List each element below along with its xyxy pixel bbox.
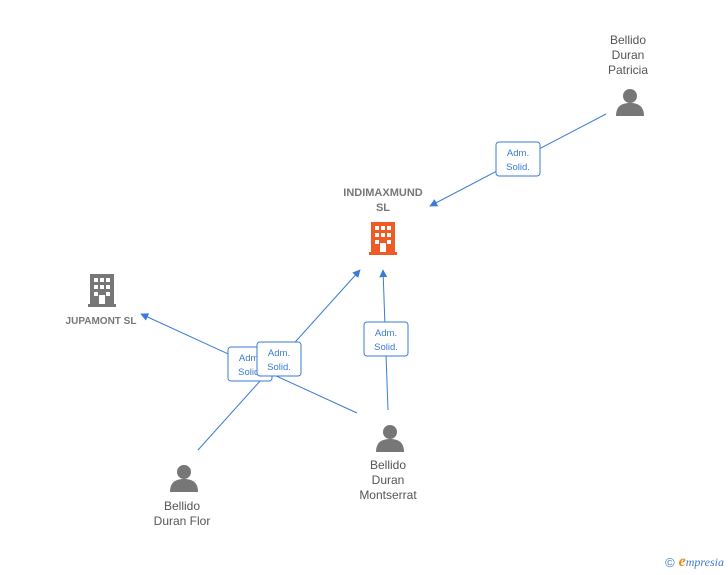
node-label-line-3: Patricia (608, 63, 648, 77)
edge-label-line-1: Adm. (268, 348, 290, 359)
node-label-line-1: Bellido (610, 33, 646, 47)
node-label-line-2: Duran (612, 48, 645, 62)
edge-label-line-1: Adm. (239, 353, 261, 364)
node-montserrat[interactable]: Bellido Duran Montserrat (359, 425, 417, 502)
copyright-icon: © (665, 554, 675, 570)
node-flor[interactable]: Bellido Duran Flor (154, 465, 211, 528)
node-label-line-2: Duran (372, 473, 405, 487)
edge-label-patricia-indimaxmund[interactable]: Adm. Solid. (495, 141, 541, 177)
edge-label-line-1: Adm. (507, 148, 529, 159)
building-icon (369, 222, 397, 255)
person-icon (616, 89, 644, 116)
empresia-logo[interactable]: empresia (679, 553, 724, 571)
edge-label-line-2: Solid. (374, 342, 398, 353)
edge-label-line-2: Solid. (267, 362, 291, 373)
building-icon (88, 274, 116, 307)
node-label-line-1: INDIMAXMUND (343, 187, 422, 199)
node-label-line-1: JUPAMONT SL (66, 316, 137, 327)
edge-label-line-1: Adm. (375, 328, 397, 339)
node-indimaxmund[interactable]: INDIMAXMUND SL (343, 187, 423, 255)
person-icon (376, 425, 404, 452)
person-icon (170, 465, 198, 492)
edge-label-line-2: Solid. (506, 162, 530, 173)
brand-initial: e (678, 553, 686, 570)
node-label-line-3: Montserrat (359, 488, 417, 502)
brand-name: mpresia (685, 555, 724, 569)
node-label-line-2: Duran Flor (154, 514, 211, 528)
edge-label-line-2: Solid. (238, 367, 262, 378)
node-label-line-1: Bellido (164, 499, 200, 513)
edge-label-flor-indimaxmund[interactable]: Adm. Solid. (256, 341, 302, 377)
node-label-line-2: SL (376, 202, 390, 214)
node-jupamont[interactable]: JUPAMONT SL (66, 274, 137, 327)
edge-label-montserrat-indimaxmund[interactable]: Adm. Solid. (363, 321, 409, 357)
footer-brand: © empresia (665, 553, 724, 571)
node-label-line-1: Bellido (370, 458, 406, 472)
node-patricia[interactable]: Bellido Duran Patricia (608, 33, 648, 116)
